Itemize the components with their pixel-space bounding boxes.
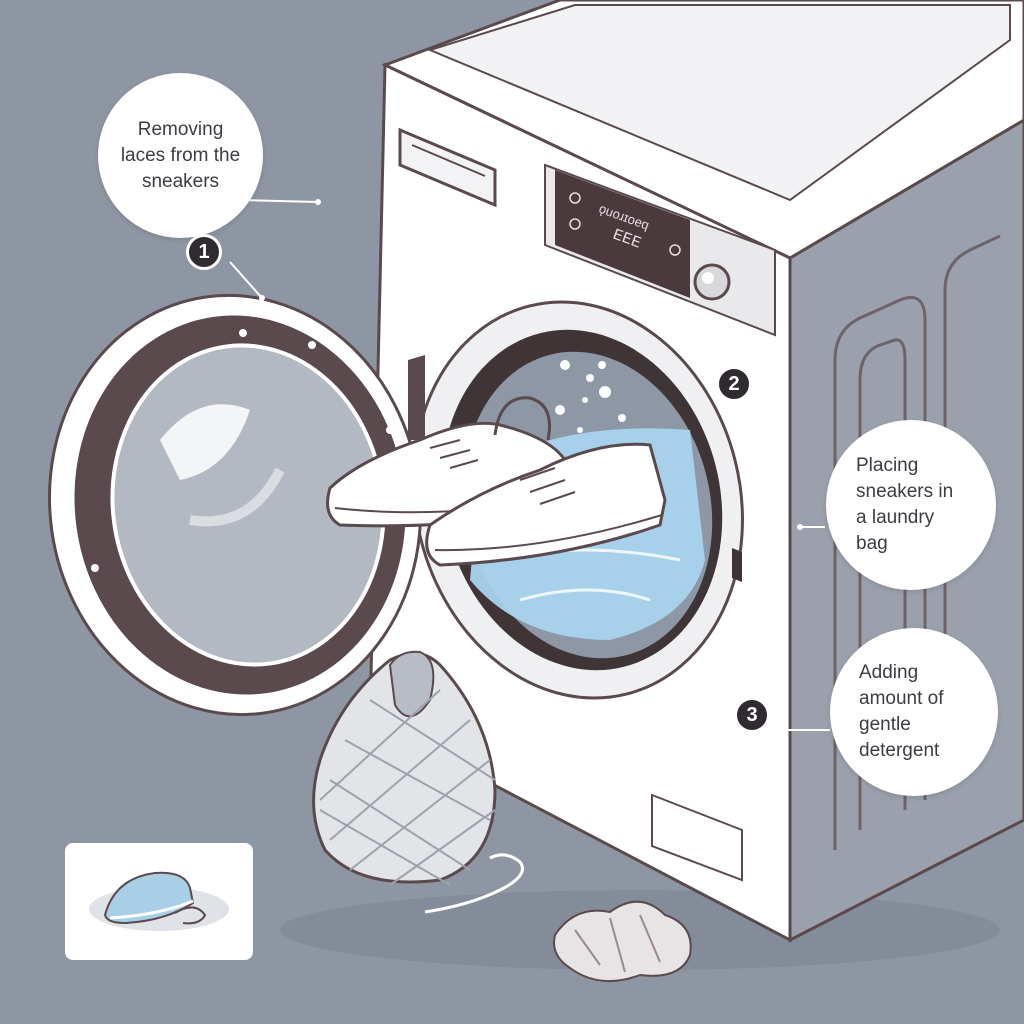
callout-text-3: Adding amount of gentle detergent — [859, 662, 944, 761]
program-button-icon[interactable] — [669, 244, 681, 256]
crumpled-cloth — [553, 900, 692, 983]
step-badge-3: 3 — [734, 697, 770, 733]
laundry-bag — [312, 650, 524, 914]
detergent-drawer[interactable] — [398, 127, 497, 208]
door-latch — [732, 548, 742, 582]
step-badge-2: 2 — [716, 366, 752, 402]
callout-text-1: Removing laces from the sneakers — [120, 118, 241, 192]
callout-bubble-1: Removing laces from the sneakers — [98, 73, 263, 238]
water-bubbles — [555, 360, 626, 433]
service-panel — [651, 793, 743, 882]
callout-bubble-3: Adding amount of gentle detergent — [830, 628, 998, 796]
start-button-icon[interactable] — [569, 218, 581, 230]
callout-bubble-2: Placing sneakers in a laundry bag — [826, 420, 996, 590]
door-hinge — [408, 355, 425, 440]
control-display — [555, 170, 690, 298]
sneaker-front — [425, 442, 667, 567]
top-panel — [427, 4, 1011, 202]
side-ridges — [833, 234, 1001, 850]
power-button-icon[interactable] — [569, 192, 581, 204]
inset-card — [65, 843, 253, 960]
sneakers — [326, 396, 667, 567]
shoelace — [493, 396, 551, 441]
callout-lines — [229, 199, 830, 731]
callout-text-2: Placing sneakers in a laundry bag — [856, 455, 954, 554]
sponge-icon — [89, 871, 229, 931]
loose-lace — [424, 853, 524, 914]
door-screws — [91, 329, 394, 614]
step-badge-1: 1 — [186, 234, 222, 270]
